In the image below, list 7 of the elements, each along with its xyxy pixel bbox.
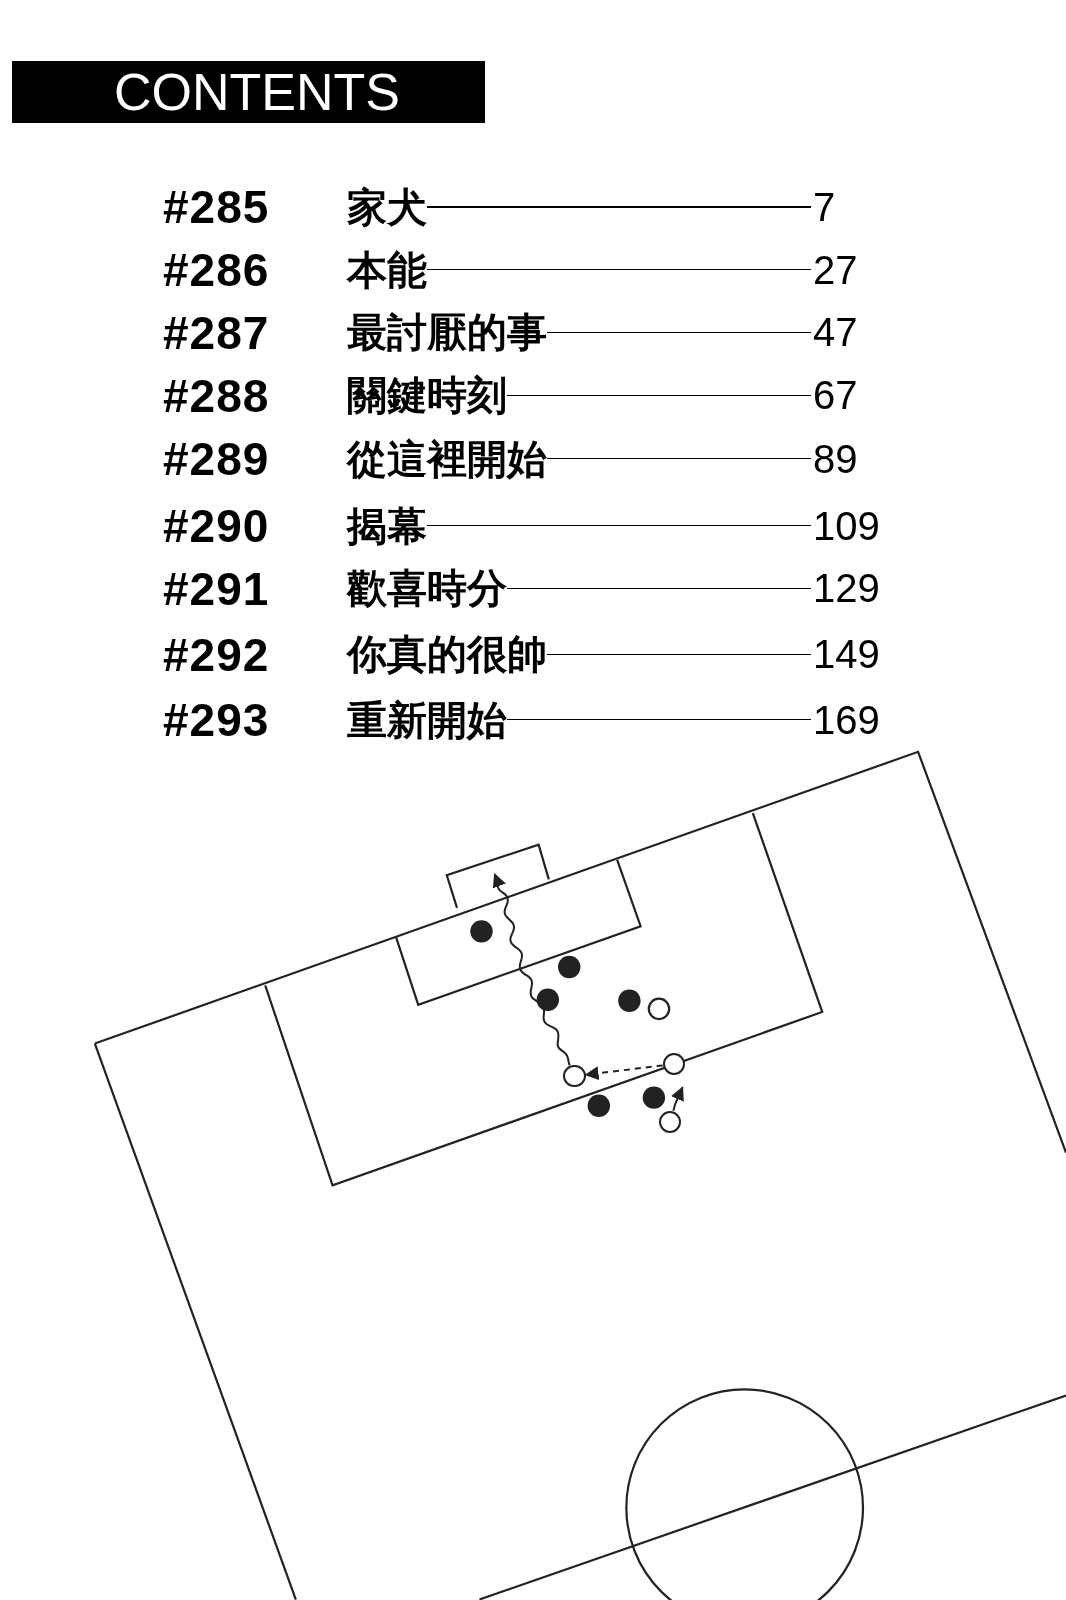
- pass-arrow: [584, 1064, 664, 1081]
- player-marker: [563, 1064, 586, 1088]
- player-marker: [658, 1110, 682, 1134]
- run-arrow: [671, 1086, 684, 1112]
- contents-heading: CONTENTS: [12, 61, 485, 123]
- dribble-arrow: [492, 872, 571, 1067]
- player-marker: [663, 1052, 686, 1076]
